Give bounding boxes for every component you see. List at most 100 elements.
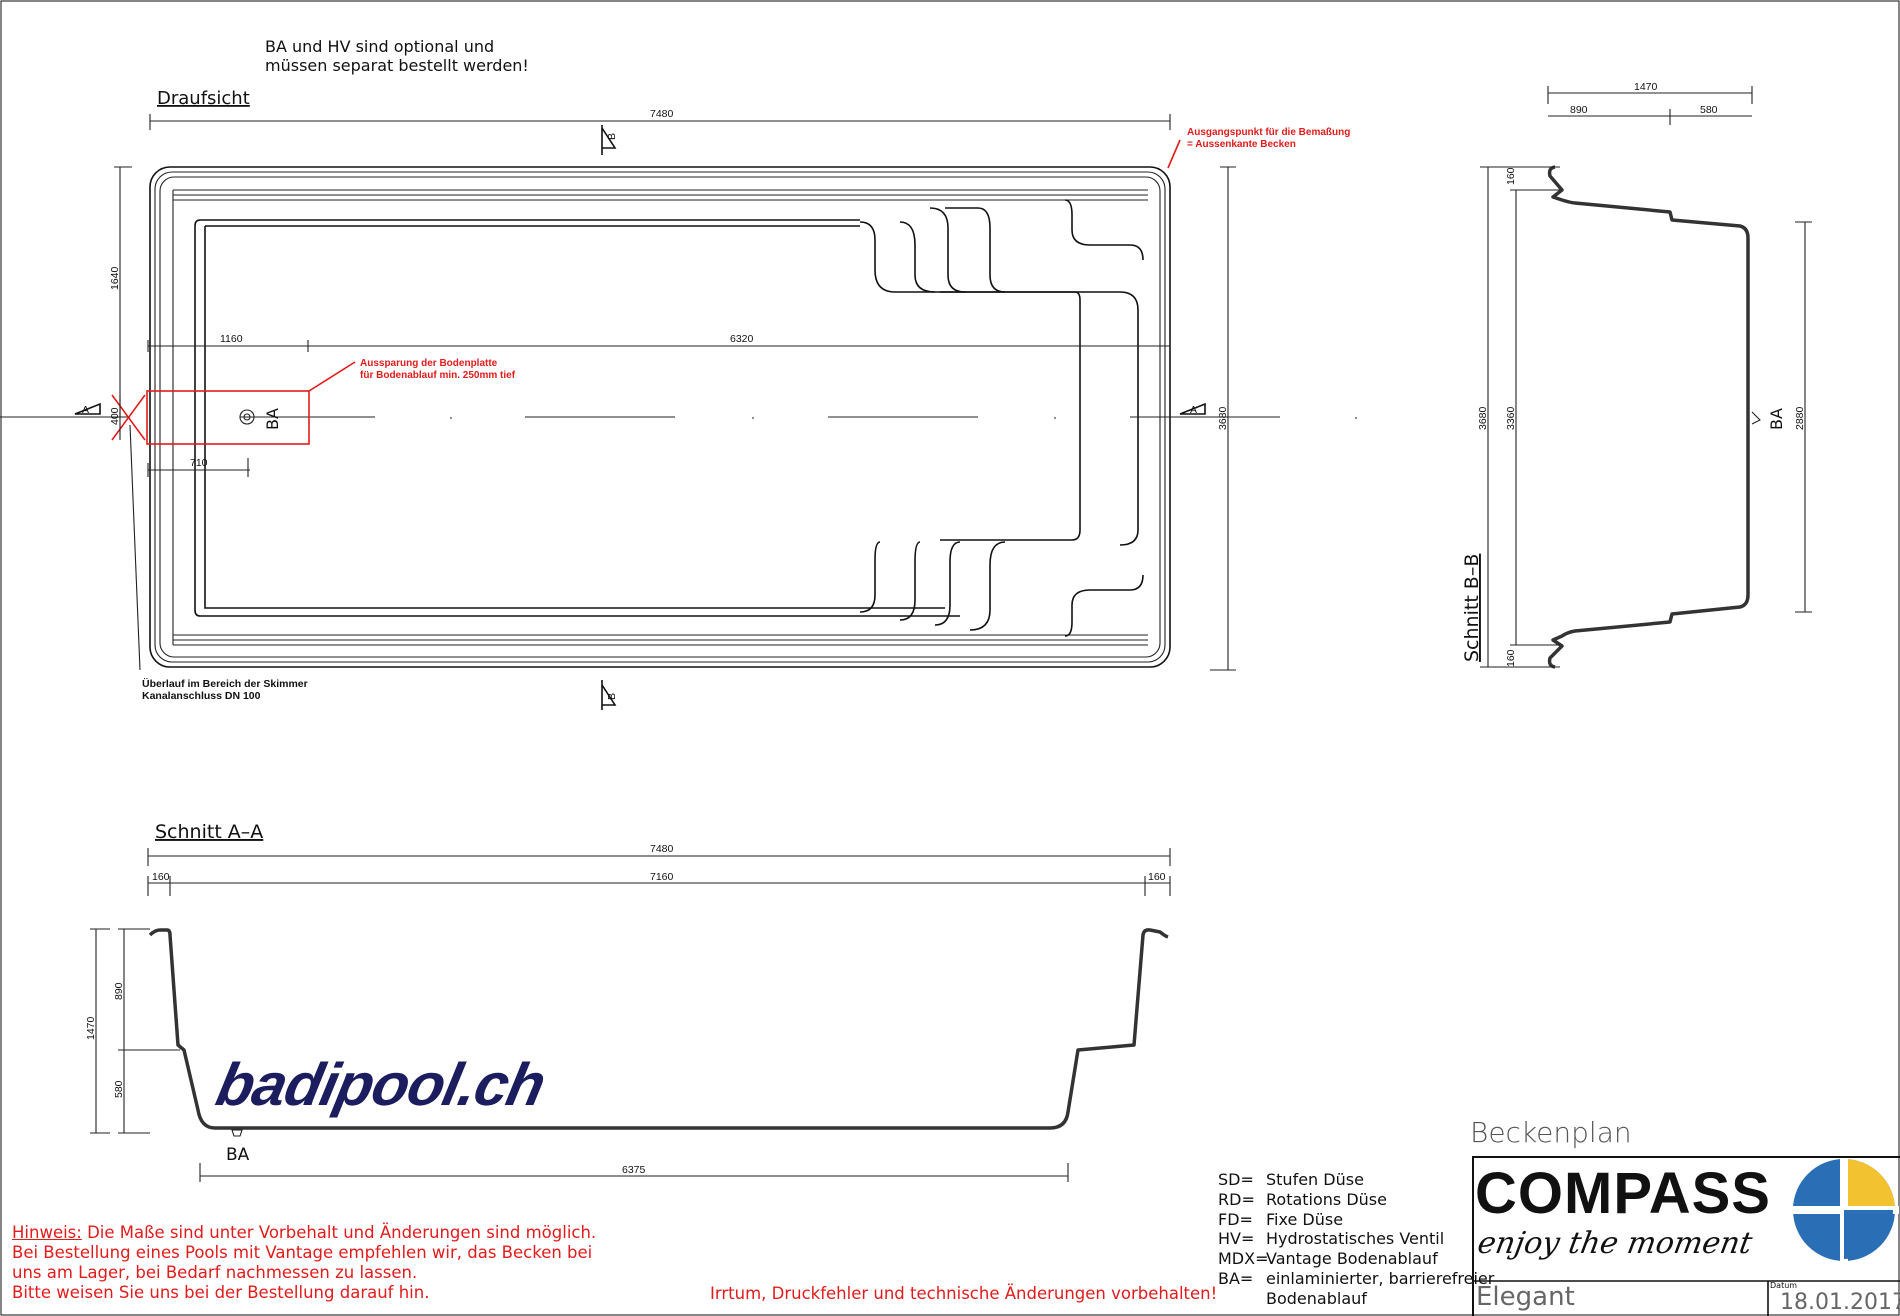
view-title-section-a: Schnitt A–A bbox=[155, 821, 263, 843]
stair-step-5-bottom bbox=[1064, 574, 1144, 637]
marker-a-right-label: A bbox=[1190, 404, 1197, 416]
legend-value: Rotations Düse bbox=[1266, 1189, 1387, 1209]
dim-top-1160: 1160 bbox=[220, 333, 243, 345]
stair-landing-outer bbox=[940, 291, 1139, 546]
stair-step-3-bottom bbox=[934, 541, 961, 626]
legend-value: Bodenablauf bbox=[1266, 1288, 1367, 1308]
dim-top-400: 400 bbox=[109, 407, 121, 425]
recess-leader bbox=[308, 361, 356, 392]
dim-sa-6375-line bbox=[199, 1163, 1069, 1182]
disclaimer: Irrtum, Druckfehler und technische Änder… bbox=[710, 1284, 1218, 1303]
legend-key: FD= bbox=[1218, 1209, 1253, 1229]
ba-label-top: BA bbox=[263, 408, 282, 430]
legend-row: FD= Fixe Düse bbox=[1218, 1210, 1494, 1230]
marker-b-bottom bbox=[601, 680, 617, 710]
origin-leader bbox=[1167, 139, 1181, 169]
hint-label: Hinweis: bbox=[12, 1223, 82, 1242]
dim-top-710: 710 bbox=[190, 457, 208, 469]
marker-a-right bbox=[1179, 402, 1206, 415]
view-title-section-b: Schnitt B–B bbox=[1461, 554, 1483, 662]
legend-row: SD= Stufen Düse bbox=[1218, 1170, 1494, 1190]
dim-sb-split-line bbox=[1548, 109, 1752, 125]
dim-top-1640-line bbox=[114, 166, 132, 417]
legend-value: Stufen Düse bbox=[1266, 1170, 1364, 1189]
ba-label-sb: BA bbox=[1767, 408, 1786, 430]
dim-sa-7480: 7480 bbox=[650, 843, 674, 855]
brand-tagline: enjoy the moment bbox=[1474, 1226, 1755, 1261]
hint-line-1: Hinweis: Die Maße sind unter Vorbehalt u… bbox=[12, 1223, 596, 1243]
overflow-note-1: Überlauf im Bereich der Skimmer bbox=[142, 677, 308, 690]
legend-value: Fixe Düse bbox=[1266, 1209, 1344, 1229]
dim-top-split bbox=[147, 340, 1171, 352]
dim-sa-split-line bbox=[118, 928, 180, 1134]
dim-sb-1470: 1470 bbox=[1634, 81, 1658, 93]
stair-step-1-bottom bbox=[859, 541, 881, 613]
legend-key: SD= bbox=[1218, 1170, 1254, 1189]
legend-key bbox=[1218, 1289, 1266, 1309]
title-block-heading: Beckenplan bbox=[1470, 1116, 1632, 1149]
stair-step-2-top bbox=[929, 207, 966, 293]
legend-key: RD= bbox=[1218, 1189, 1255, 1209]
stair-step-4-bottom bbox=[969, 541, 1006, 631]
dim-top-1640: 1640 bbox=[109, 266, 121, 290]
dim-sa-1470: 1470 bbox=[85, 1016, 97, 1040]
date-label: Datum bbox=[1770, 1281, 1798, 1290]
dim-top-length-text: 7480 bbox=[650, 108, 674, 120]
brand-name: COMPASS bbox=[1475, 1161, 1771, 1226]
pool-floor-outline bbox=[194, 219, 960, 617]
marker-b-top-label: B bbox=[606, 133, 618, 140]
dim-sb-160-top: 160 bbox=[1505, 167, 1517, 185]
date-value: 18.01.2017 bbox=[1780, 1290, 1900, 1315]
top-note: BA und HV sind optional und müssen separ… bbox=[265, 37, 529, 75]
hint-note: Hinweis: Die Maße sind unter Vorbehalt u… bbox=[12, 1223, 596, 1303]
dim-sa-7160-line bbox=[147, 876, 1171, 896]
pool-ledges bbox=[172, 189, 1148, 646]
legend-row: RD= Rotations Düse bbox=[1218, 1190, 1494, 1210]
drain-symbol-inner bbox=[243, 413, 251, 421]
watermark-logo: badipool.ch bbox=[210, 1051, 551, 1118]
origin-note-2: = Aussenkante Becken bbox=[1187, 139, 1296, 150]
section-b-view: 1470 890 580 3680 3360 2880 160 160 BA S… bbox=[1461, 81, 1812, 669]
dim-sb-3680-line bbox=[1480, 166, 1560, 668]
top-note-line-2: müssen separat bestellt werden! bbox=[265, 56, 529, 75]
legend-key: MDX= bbox=[1218, 1249, 1269, 1269]
dim-sb-580: 580 bbox=[1700, 104, 1718, 116]
recess-note-1: Aussparung der Bodenplatte bbox=[360, 358, 498, 369]
hint-text-1: Die Maße sind unter Vorbehalt und Änderu… bbox=[81, 1223, 597, 1242]
title-block-lines bbox=[1472, 1280, 1900, 1316]
marker-b-bottom-label: B bbox=[606, 693, 618, 700]
dim-top-width: 3680 bbox=[1217, 406, 1229, 430]
hint-line-3: uns am Lager, bei Bedarf nachmessen zu l… bbox=[12, 1263, 418, 1282]
drain-symbol-outer bbox=[239, 409, 255, 425]
marker-b-top bbox=[601, 125, 617, 155]
stair-step-4-top bbox=[1064, 199, 1144, 261]
stair-step-2-bottom bbox=[899, 541, 921, 621]
legend-row: Bodenablauf bbox=[1218, 1289, 1494, 1309]
top-note-line-1: BA und HV sind optional und bbox=[265, 37, 495, 56]
section-a-view: 7480 7160 160 160 1470 890 580 6375 BA S… bbox=[85, 821, 1171, 1182]
stair-landing bbox=[859, 221, 1081, 541]
section-b-profile bbox=[1547, 165, 1750, 669]
recess-note-2: für Bodenablauf min. 250mm tief bbox=[360, 370, 516, 381]
stair-step-1-top bbox=[899, 221, 936, 293]
drain-symbol-sa bbox=[231, 1129, 243, 1137]
compass-logo-icon bbox=[1789, 1155, 1899, 1265]
dim-sb-1470-line bbox=[1547, 86, 1753, 104]
legend-row: HV= Hydrostatisches Ventil bbox=[1218, 1229, 1494, 1249]
legend-value: Hydrostatisches Ventil bbox=[1266, 1229, 1445, 1249]
centre-axis bbox=[0, 416, 1357, 419]
recess-box bbox=[146, 390, 310, 445]
pool-floor-inner bbox=[204, 225, 945, 609]
dim-top-710-line bbox=[147, 458, 250, 477]
legend-value: Vantage Bodenablauf bbox=[1266, 1249, 1438, 1269]
dim-sb-3360: 3360 bbox=[1505, 406, 1517, 430]
dim-top-width-line bbox=[1210, 166, 1236, 671]
dim-sa-160-right: 160 bbox=[1148, 871, 1166, 883]
drain-symbol-sb bbox=[1751, 411, 1761, 425]
dim-sb-890: 890 bbox=[1570, 104, 1588, 116]
section-a-profile bbox=[148, 928, 1169, 1130]
legend-key: HV= bbox=[1218, 1229, 1255, 1249]
legend-value: einlaminierter, barrierefreier bbox=[1266, 1268, 1495, 1288]
